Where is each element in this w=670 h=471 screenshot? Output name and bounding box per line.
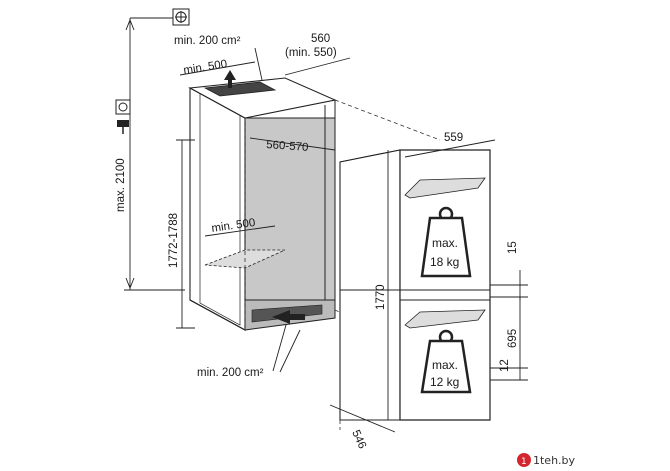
- upper-max-label: max.: [432, 236, 458, 250]
- airflow-arrow-icon: [272, 310, 305, 324]
- appliance-width-dimension: [404, 139, 496, 158]
- niche-width-label: 560-570: [266, 139, 309, 154]
- appliance-body: [339, 149, 491, 430]
- weight-icon: [420, 329, 472, 394]
- socket-icon: [115, 99, 131, 115]
- max-height-label: max. 2100: [115, 158, 127, 212]
- min-500-top-dimension: [179, 61, 256, 76]
- min-area-top-label: min. 200 cm²: [174, 35, 241, 47]
- upper-rail: [404, 177, 486, 199]
- min-500-top-label: min. 500: [183, 58, 228, 77]
- svg-text:1: 1: [521, 457, 527, 467]
- watermark-text: 1teh.by: [533, 454, 576, 467]
- appliance-depth-label: 546: [349, 428, 368, 450]
- airflow-arrow-icon: [224, 70, 236, 88]
- niche-height-label: 1772-1788: [168, 213, 180, 268]
- upper-weight-label: 18 kg: [430, 255, 459, 269]
- appliance-height-label: 1770: [375, 284, 387, 310]
- lower-rail: [404, 309, 486, 329]
- right-side-dimensions: [490, 270, 528, 381]
- min-area-bottom-label: min. 200 cm²: [197, 367, 264, 379]
- niche-cabinet: [188, 77, 337, 331]
- depth-top-label: 560: [311, 33, 330, 45]
- lower-door-label: 695: [507, 329, 519, 348]
- weight-icon: [420, 206, 472, 278]
- gap-bottom-label: 12: [499, 359, 511, 372]
- gap-top-label: 15: [507, 241, 519, 254]
- depth-top-alt-label: (min. 550): [285, 47, 337, 59]
- lower-max-label: max.: [432, 358, 458, 372]
- niche-height-dimension: [176, 139, 195, 329]
- plug-icon: [117, 120, 129, 134]
- appliance-width-label: 559: [444, 132, 463, 144]
- ground-symbol-icon: [172, 8, 190, 26]
- max-height-dimension: [124, 18, 185, 291]
- watermark: 1: [517, 453, 531, 467]
- lower-weight-label: 12 kg: [430, 375, 459, 389]
- appliance-depth-dimension: [329, 404, 396, 433]
